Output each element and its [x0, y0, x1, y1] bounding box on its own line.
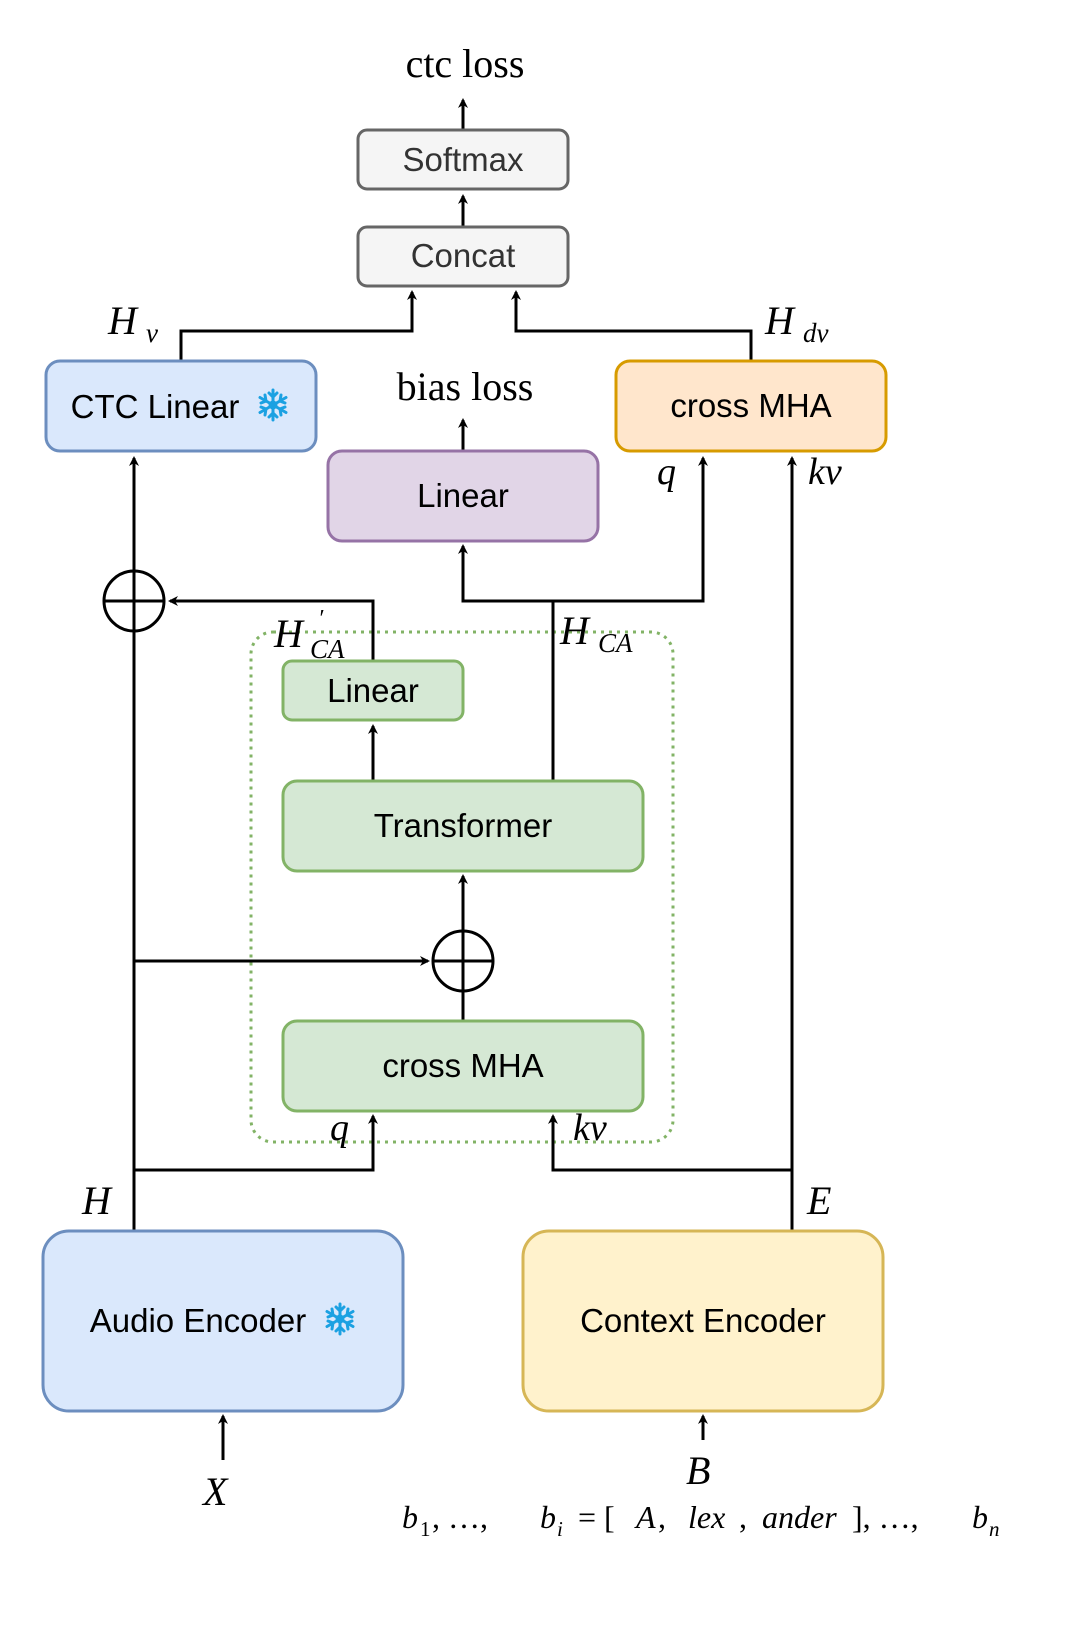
label-q-top: q [657, 451, 676, 493]
svg-text:lex: lex [688, 1499, 725, 1535]
ctc-linear-block[interactable]: CTC Linear [44, 359, 318, 453]
svg-text:], …,: ], …, [852, 1499, 919, 1535]
cross-mha-top-block[interactable]: cross MHA [614, 359, 888, 453]
ca-linear-block[interactable]: Linear [281, 659, 465, 722]
label-kv-inner: kv [573, 1107, 607, 1149]
ca-linear-label: Linear [327, 672, 419, 709]
concat-label: Concat [411, 237, 516, 274]
label-e: E [806, 1178, 831, 1223]
bias-linear-block[interactable]: Linear [326, 449, 600, 543]
svg-text:H: H [107, 298, 139, 343]
ctc-linear-label: CTC Linear [71, 388, 240, 425]
arrow-hca-to-top-q [553, 456, 708, 603]
label-x: X [201, 1469, 229, 1514]
svg-text:1: 1 [420, 1517, 431, 1541]
label-b: B [686, 1448, 710, 1493]
arrow-e-to-inner-kv [548, 1114, 792, 1172]
concat-block[interactable]: Concat [356, 225, 570, 288]
label-h-dv: H dv [764, 298, 829, 348]
svg-text:b: b [972, 1499, 988, 1535]
transformer-block[interactable]: Transformer [281, 779, 645, 873]
softmax-label: Softmax [402, 141, 524, 178]
svg-text:b: b [402, 1499, 418, 1535]
cross-mha-top-label: cross MHA [670, 387, 831, 424]
label-h: H [81, 1178, 113, 1223]
cross-mha-inner-block[interactable]: cross MHA [281, 1019, 645, 1113]
softmax-block[interactable]: Softmax [356, 128, 570, 191]
residual-add-inner [431, 929, 495, 993]
cross-mha-inner-label: cross MHA [382, 1047, 543, 1084]
context-encoder-block[interactable]: Context Encoder [521, 1229, 885, 1413]
connections [129, 98, 797, 1460]
svg-text:CA: CA [598, 628, 633, 658]
audio-encoder-block[interactable]: Audio Encoder [41, 1229, 405, 1413]
bias-linear-label: Linear [417, 477, 509, 514]
svg-text:H: H [273, 611, 305, 656]
residual-add-top [102, 569, 166, 633]
arrow-hca-to-bias-linear [458, 544, 555, 781]
svg-text:b: b [540, 1499, 556, 1535]
svg-text:′: ′ [318, 606, 324, 632]
ctc-loss-label: ctc loss [406, 41, 525, 86]
transformer-label: Transformer [374, 807, 552, 844]
svg-text:CA: CA [310, 634, 345, 664]
bias-loss-label: bias loss [397, 364, 534, 409]
arrow-h-to-inner-q [134, 1114, 378, 1172]
arrow-hca-prime-to-plus [168, 596, 375, 661]
svg-text:ander: ander [762, 1499, 837, 1535]
svg-text:i: i [557, 1517, 563, 1541]
svg-text:H: H [559, 608, 591, 653]
label-h-ca: H CA [559, 608, 633, 658]
svg-text:= [: = [ [578, 1499, 615, 1535]
svg-text:n: n [989, 1517, 1000, 1541]
svg-text:v: v [146, 318, 158, 348]
arrow-cross-mha-to-concat [511, 290, 753, 361]
svg-text:,: , [739, 1499, 747, 1535]
arrow-ctc-linear-to-concat [179, 290, 417, 361]
audio-encoder-label: Audio Encoder [90, 1302, 306, 1339]
svg-text:H: H [764, 298, 796, 343]
label-kv-top: kv [808, 451, 842, 493]
label-h-v: H v [107, 298, 158, 348]
svg-text:,: , [658, 1499, 666, 1535]
label-h-ca-prime: H CA ′ [273, 606, 345, 664]
label-q-inner: q [330, 1107, 349, 1149]
svg-text:, …,: , …, [432, 1499, 488, 1535]
context-encoder-label: Context Encoder [580, 1302, 826, 1339]
svg-text:dv: dv [803, 318, 829, 348]
svg-text:A: A [634, 1499, 656, 1535]
bias-list-formula: b 1 , …, b i = [ A , lex , ander ], …, b… [402, 1499, 1000, 1541]
